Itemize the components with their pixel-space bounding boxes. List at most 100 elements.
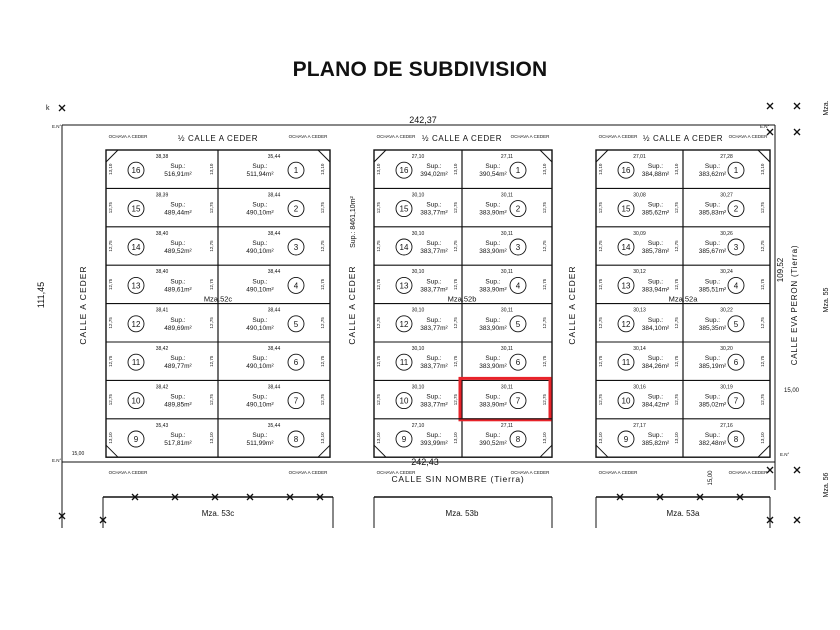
lot-number-circle: [127, 353, 145, 371]
lot-depth-label: 12,75: [376, 278, 381, 290]
lot-number[interactable]: 12: [132, 320, 141, 329]
corner-label: E.N°: [760, 124, 770, 129]
lot-number[interactable]: 9: [624, 435, 629, 444]
lot-number[interactable]: 3: [516, 243, 521, 252]
lot-number[interactable]: 8: [516, 435, 521, 444]
lot-number[interactable]: 6: [516, 358, 521, 367]
lot-number[interactable]: 7: [294, 397, 299, 406]
ochava-corner: [595, 149, 609, 163]
boundary-marker: [131, 493, 139, 501]
lot-width-label: 38,44: [268, 346, 281, 352]
lot-number[interactable]: 1: [734, 166, 739, 175]
ochava-corner: [757, 444, 771, 458]
lot-sup-label: Sup.:: [705, 240, 720, 247]
lot-number[interactable]: 9: [402, 435, 407, 444]
lot-number-circle: [287, 238, 305, 256]
lot-number[interactable]: 16: [132, 166, 141, 175]
boundary-marker: [766, 102, 774, 110]
boundary-marker: [616, 493, 624, 501]
lot-number[interactable]: 1: [516, 166, 521, 175]
cession-label: OCHAVA A CEDER: [289, 134, 329, 139]
lot-number[interactable]: 11: [132, 358, 141, 367]
lot-number[interactable]: 2: [516, 205, 521, 214]
right-street-label: CALLE EVA PERON (Tierra): [790, 245, 799, 366]
lot-number[interactable]: 3: [734, 243, 739, 252]
lot-number[interactable]: 6: [734, 358, 739, 367]
lot-number[interactable]: 7: [734, 397, 739, 406]
lot-sup-label: Sup.:: [252, 355, 267, 362]
lot-number[interactable]: 10: [132, 397, 141, 406]
lot-number[interactable]: 4: [734, 281, 739, 290]
lot-number[interactable]: 13: [622, 281, 631, 290]
lot-number[interactable]: 5: [516, 320, 521, 329]
lot-depth-label: 12,75: [760, 317, 765, 329]
lot-number[interactable]: 2: [734, 205, 739, 214]
lot-number[interactable]: 2: [294, 205, 299, 214]
lot-depth-label: 12,75: [598, 393, 603, 405]
lot-number[interactable]: 1: [294, 166, 299, 175]
lot-number[interactable]: 15: [622, 205, 631, 214]
lot-number-circle: [127, 238, 145, 256]
lot-area: 489,85m²: [164, 402, 192, 409]
lot-depth-label: 12,75: [542, 393, 547, 405]
lot-depth-label: 12,75: [209, 393, 214, 405]
lot-area: 490,10m²: [246, 363, 274, 370]
lot-number[interactable]: 4: [294, 281, 299, 290]
lot-depth-label: 12,75: [760, 355, 765, 367]
lot-depth-label: 12,75: [542, 240, 547, 252]
lot-depth-label: 12,75: [453, 393, 458, 405]
cession-label: OCHAVA A CEDER: [109, 134, 149, 139]
lot-number[interactable]: 9: [134, 435, 139, 444]
lot-number[interactable]: 8: [294, 435, 299, 444]
lot-number[interactable]: 5: [734, 320, 739, 329]
lot-depth-label: 13,10: [760, 163, 765, 175]
lot-number[interactable]: 14: [622, 243, 631, 252]
top-street-label: ½ CALLE A CEDER: [178, 134, 258, 143]
lot-number[interactable]: 4: [516, 281, 521, 290]
side-street-label: CALLE A CEDER: [567, 265, 577, 344]
lot-area: 383,77m²: [420, 363, 448, 370]
lot-number[interactable]: 8: [734, 435, 739, 444]
lot-number-circle: [509, 315, 527, 333]
lot-number[interactable]: 15: [400, 205, 409, 214]
lot-sup-label: Sup.:: [426, 355, 441, 362]
lot-number[interactable]: 10: [400, 397, 409, 406]
lot-number[interactable]: 13: [132, 281, 141, 290]
lot-area: 383,90m²: [479, 210, 507, 217]
lot-number[interactable]: 14: [132, 243, 141, 252]
lot-number[interactable]: 5: [294, 320, 299, 329]
lot-width-label: 30,11: [501, 269, 513, 275]
lot-sup-label: Sup.:: [648, 317, 663, 324]
lot-number[interactable]: 6: [294, 358, 299, 367]
lot-number[interactable]: 7: [516, 397, 521, 406]
lot-number[interactable]: 16: [622, 166, 631, 175]
lot-number[interactable]: 14: [400, 243, 409, 252]
lot-sup-label: Sup.:: [705, 202, 720, 209]
lot-number[interactable]: 12: [622, 320, 631, 329]
lot-sup-label: Sup.:: [252, 202, 267, 209]
lot-number[interactable]: 12: [400, 320, 409, 329]
lot-width-label: 30,08: [633, 192, 646, 198]
lot-number-circle: [617, 430, 635, 448]
block-name: Mza.52b: [448, 295, 477, 304]
lot-number[interactable]: 11: [622, 358, 631, 367]
block-name: Mza.52c: [204, 295, 233, 304]
lot-number-circle: [727, 276, 745, 294]
lot-number[interactable]: 11: [400, 358, 409, 367]
boundary-marker: [211, 493, 219, 501]
lot-area: 383,90m²: [479, 402, 507, 409]
lot-number[interactable]: 16: [400, 166, 409, 175]
lot-width-label: 38,40: [156, 231, 169, 237]
boundary-marker: [316, 493, 324, 501]
lot-number[interactable]: 10: [622, 397, 631, 406]
lot-depth-label: 13,10: [674, 432, 679, 444]
lot-number-circle: [287, 353, 305, 371]
boundary-marker: [736, 493, 744, 501]
lot-width-label: 30,09: [633, 231, 646, 237]
lot-area: 383,77m²: [420, 402, 448, 409]
lot-area: 385,67m²: [699, 248, 727, 255]
lot-number[interactable]: 3: [294, 243, 299, 252]
lot-number-circle: [127, 430, 145, 448]
lot-number[interactable]: 15: [132, 205, 141, 214]
lot-number[interactable]: 13: [400, 281, 409, 290]
